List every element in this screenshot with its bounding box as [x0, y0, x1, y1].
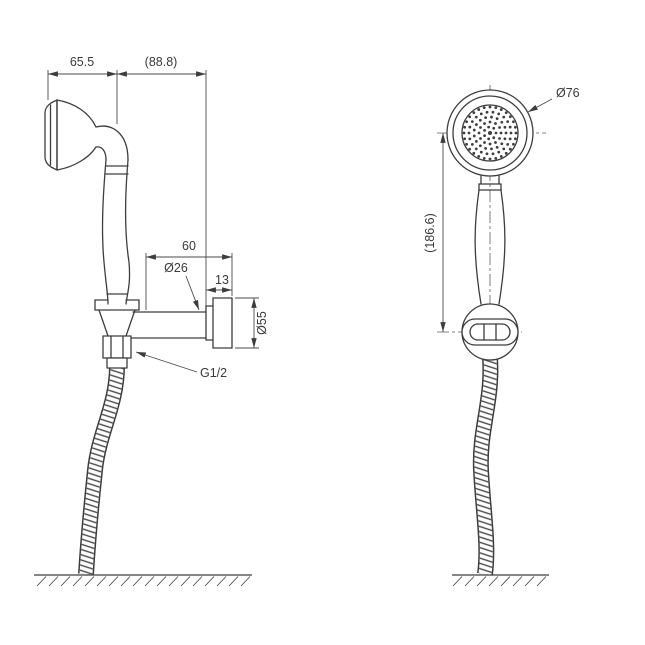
- label-g12: G1/2: [135, 351, 227, 380]
- label-dia-26: Ø26: [164, 261, 200, 311]
- handle-front: [474, 175, 506, 305]
- dim-186-6: (186.6): [423, 133, 446, 332]
- dim-88-8: (88.8): [117, 55, 207, 306]
- ground-line-left: [34, 574, 252, 587]
- dim-65-5: 65.5: [47, 55, 118, 124]
- dim-13: 13: [206, 273, 232, 293]
- side-view: 65.5 (88.8) 60 Ø26 13: [34, 55, 269, 587]
- wall-bracket-side: [94, 297, 233, 349]
- dia-76-text: Ø76: [556, 86, 580, 100]
- ground-line-right: [452, 574, 549, 587]
- dia-55-text: Ø55: [255, 311, 269, 335]
- ground-hatching-left: [36, 576, 251, 587]
- hose-front: [472, 357, 499, 576]
- spray-nozzles: [462, 105, 518, 161]
- hose-connector-nut: [102, 335, 132, 369]
- shower-head-front: [446, 89, 534, 177]
- dim-60: 60: [145, 239, 233, 310]
- dia-26-text: Ø26: [164, 261, 188, 275]
- handle-side: [95, 125, 131, 305]
- dim-13-text: 13: [215, 273, 229, 287]
- hose-side: [78, 365, 125, 575]
- label-dia-76: Ø76: [527, 86, 580, 113]
- dim-65-5-text: 65.5: [70, 55, 94, 69]
- wall-bracket-front: [461, 303, 519, 361]
- ground-hatching-right: [452, 576, 547, 587]
- dim-dia-55: Ø55: [235, 297, 269, 349]
- dim-186-6-text: (186.6): [423, 213, 437, 253]
- dim-88-8-text: (88.8): [145, 55, 178, 69]
- front-view: Ø76 (186.6): [423, 85, 580, 587]
- g12-text: G1/2: [200, 366, 227, 380]
- shower-head-side: [44, 99, 97, 171]
- dim-60-text: 60: [182, 239, 196, 253]
